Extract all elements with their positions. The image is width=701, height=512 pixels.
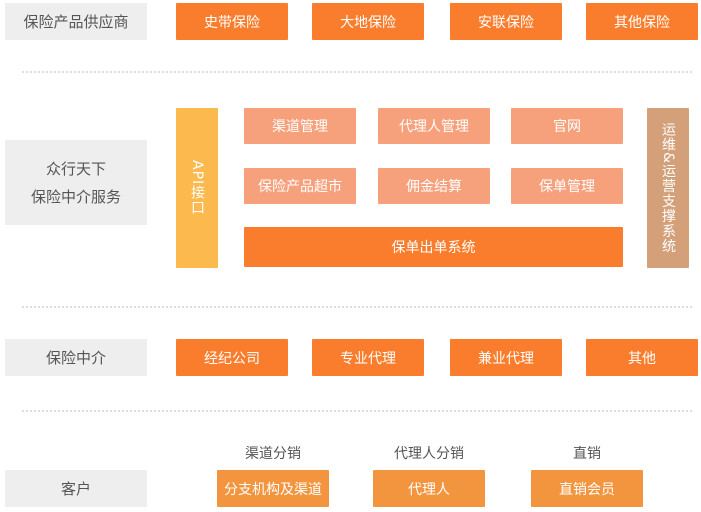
- service-module-box: 保险产品超市: [244, 168, 356, 204]
- customer-channel-box: 代理人: [373, 470, 485, 507]
- service-module-box: 保单管理: [511, 168, 623, 204]
- service-module-box: 渠道管理: [244, 108, 356, 144]
- ops-support-system-box: 运维&运营支撑系统: [647, 108, 689, 268]
- intermediary-box: 专业代理: [312, 339, 424, 376]
- intermediary-box: 兼业代理: [450, 339, 562, 376]
- divider: [22, 71, 692, 73]
- supplier-box: 大地保险: [312, 3, 424, 40]
- channel-caption: 代理人分销: [394, 446, 464, 462]
- supplier-box: 安联保险: [450, 3, 562, 40]
- intermediary-box: 经纪公司: [176, 339, 288, 376]
- customer-channel-box: 直销会员: [531, 470, 643, 507]
- service-label-line1: 众行天下: [45, 159, 106, 178]
- divider: [22, 410, 692, 412]
- service-module-box: 代理人管理: [378, 108, 490, 144]
- service-module-box: 官网: [511, 108, 623, 144]
- api-interface-box: API接口: [176, 108, 218, 268]
- supplier-box: 其他保险: [586, 3, 698, 40]
- row-label-service: 众行天下 保险中介服务: [5, 140, 147, 225]
- divider: [22, 306, 692, 308]
- intermediary-box: 其他: [586, 339, 698, 376]
- service-module-box: 佣金结算: [378, 168, 490, 204]
- row-label-customers: 客户: [5, 470, 147, 507]
- channel-caption: 直销: [573, 446, 601, 462]
- service-label-line2: 保险中介服务: [30, 187, 121, 206]
- policy-issuing-system-box: 保单出单系统: [244, 227, 623, 267]
- ops-support-system-label: 运维&运营支撑系统: [660, 122, 676, 254]
- channel-caption: 渠道分销: [245, 446, 301, 462]
- row-label-intermediary: 保险中介: [5, 339, 147, 376]
- api-interface-label: API接口: [189, 160, 205, 216]
- supplier-box: 史带保险: [176, 3, 288, 40]
- row-label-suppliers: 保险产品供应商: [5, 3, 147, 40]
- customer-channel-box: 分支机构及渠道: [217, 470, 329, 507]
